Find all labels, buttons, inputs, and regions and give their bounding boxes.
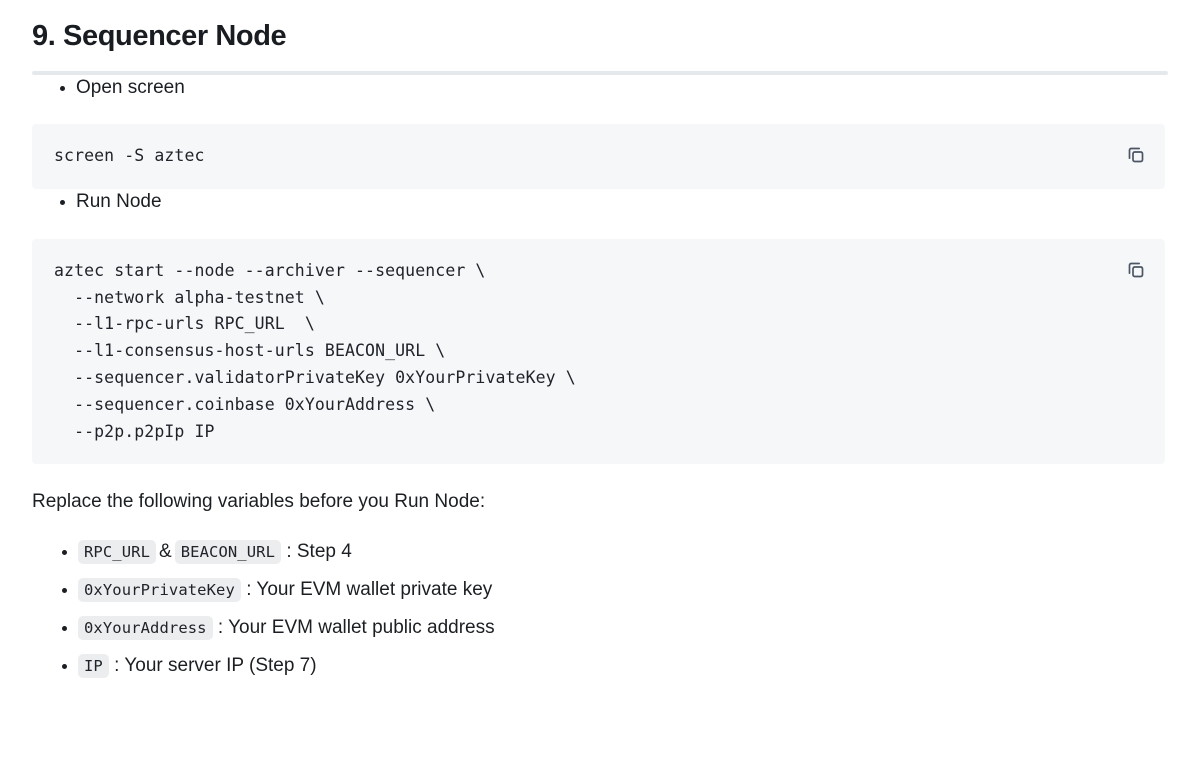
code-text: screen -S aztec <box>54 146 205 165</box>
list-item: Open screen <box>32 75 1168 101</box>
list-item: 0xYourPrivateKey : Your EVM wallet priva… <box>32 571 1168 609</box>
variable-chip-address: 0xYourAddress <box>78 616 213 641</box>
variable-description: : Your EVM wallet private key <box>246 579 493 601</box>
variable-chip-private-key: 0xYourPrivateKey <box>78 578 241 603</box>
code-block-open-screen: screen -S aztec <box>32 124 1165 189</box>
ampersand: & <box>159 541 172 563</box>
code-block-run-node: aztec start --node --archiver --sequence… <box>32 238 1165 465</box>
step-run-node-list: Run Node <box>32 189 1168 215</box>
replace-variables-note: Replace the following variables before y… <box>32 491 486 513</box>
copy-button[interactable] <box>1123 142 1149 168</box>
copy-icon <box>1126 260 1146 280</box>
copy-button[interactable] <box>1123 257 1149 283</box>
heading-divider <box>32 71 1168 75</box>
list-item: IP : Your server IP (Step 7) <box>32 647 1168 685</box>
variable-chip-rpc-url: RPC_URL <box>78 540 157 565</box>
variable-description: : Your server IP (Step 7) <box>114 655 317 677</box>
list-item: 0xYourAddress : Your EVM wallet public a… <box>32 609 1168 647</box>
variable-description: : Step 4 <box>286 541 352 563</box>
page-title: 9. Sequencer Node <box>32 20 287 52</box>
variable-chip-ip: IP <box>78 654 109 679</box>
list-item: RPC_URL&BEACON_URL : Step 4 <box>32 533 1168 571</box>
step-open-screen-list: Open screen <box>32 75 1168 101</box>
variables-list: RPC_URL&BEACON_URL : Step 4 0xYourPrivat… <box>32 515 1168 685</box>
copy-icon <box>1126 145 1146 165</box>
list-item: Run Node <box>32 189 1168 215</box>
variable-description: : Your EVM wallet public address <box>217 617 495 639</box>
variable-chip-beacon-url: BEACON_URL <box>174 540 282 565</box>
code-text: aztec start --node --archiver --sequence… <box>54 260 576 441</box>
